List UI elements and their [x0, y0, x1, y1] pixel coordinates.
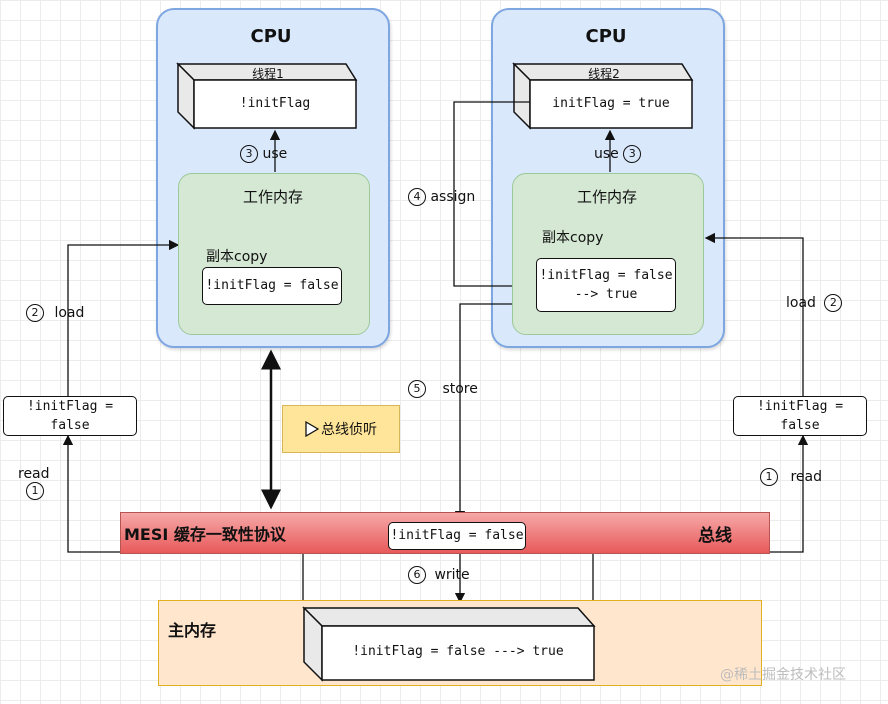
work-memory-right-title: 工作内存 — [576, 188, 637, 206]
work-memory-left — [178, 173, 370, 335]
store-label: 5 store — [408, 380, 478, 398]
copy-right-label: 副本copy — [542, 230, 604, 246]
left-load-text: load — [54, 305, 85, 321]
thread-left-label: 线程1 — [252, 67, 284, 81]
copy-right-value: !initFlag = false --> true — [536, 258, 676, 312]
cpu-left-title: CPU — [250, 26, 292, 47]
cpu-right-title: CPU — [585, 26, 627, 47]
bus-value-box: !initFlag = false — [388, 522, 526, 550]
thread-right-value: initFlag = true — [552, 96, 670, 111]
main-memory-title: 主内存 — [168, 621, 217, 640]
mesi-bus-right-label: 总线 — [698, 526, 732, 546]
store-text: store — [442, 381, 478, 397]
main-memory — [158, 600, 762, 686]
mesi-bus-title: MESI 缓存一致性协议 — [124, 525, 286, 544]
copy-left-value: !initFlag = false — [202, 267, 342, 305]
right-read-label: 1 read — [760, 468, 822, 486]
use-right-label: use 3 — [594, 145, 642, 163]
right-load-num: 2 — [824, 294, 843, 312]
store-num: 5 — [408, 380, 426, 398]
thread-left-value: !initFlag — [239, 96, 311, 111]
play-triangle-icon — [305, 421, 319, 437]
use-right-text: use — [594, 146, 619, 162]
assign-label: 4 assign — [408, 188, 475, 206]
use-right-num: 3 — [623, 145, 642, 163]
left-read-num: 1 — [26, 482, 44, 500]
right-read-num: 1 — [760, 468, 778, 486]
watermark: @稀土掘金技术社区 — [720, 667, 846, 683]
left-load-label: 2 load — [26, 304, 84, 322]
right-read-text: read — [790, 469, 822, 485]
copy-right-line1: !initFlag = false — [539, 267, 673, 283]
right-value-box: !initFlag = false — [733, 396, 867, 436]
use-left-text: use — [262, 146, 288, 162]
left-read-num-wrap: 1 — [26, 482, 44, 500]
main-memory-value: !initFlag = false ---> true — [352, 644, 564, 659]
bus-snoop-box: 总线侦听 — [282, 405, 400, 453]
right-load-text: load — [786, 295, 816, 311]
write-text: write — [434, 567, 470, 583]
copy-left-label: 副本copy — [206, 249, 268, 265]
write-num: 6 — [408, 566, 426, 584]
left-load-num: 2 — [26, 304, 44, 322]
assign-num: 4 — [408, 188, 426, 206]
right-load-label: load 2 — [786, 294, 843, 312]
bus-snoop-label: 总线侦听 — [321, 422, 377, 438]
use-left-num: 3 — [240, 145, 258, 163]
use-left-label: 3 use — [240, 145, 287, 163]
thread-right-label: 线程2 — [588, 67, 620, 81]
left-value-box: !initFlag = false — [3, 396, 137, 436]
assign-text: assign — [430, 189, 476, 205]
write-label: 6 write — [408, 566, 470, 584]
left-read-text: read — [18, 466, 50, 482]
copy-right-line2: --> true — [574, 287, 638, 302]
work-memory-left-title: 工作内存 — [242, 188, 303, 206]
